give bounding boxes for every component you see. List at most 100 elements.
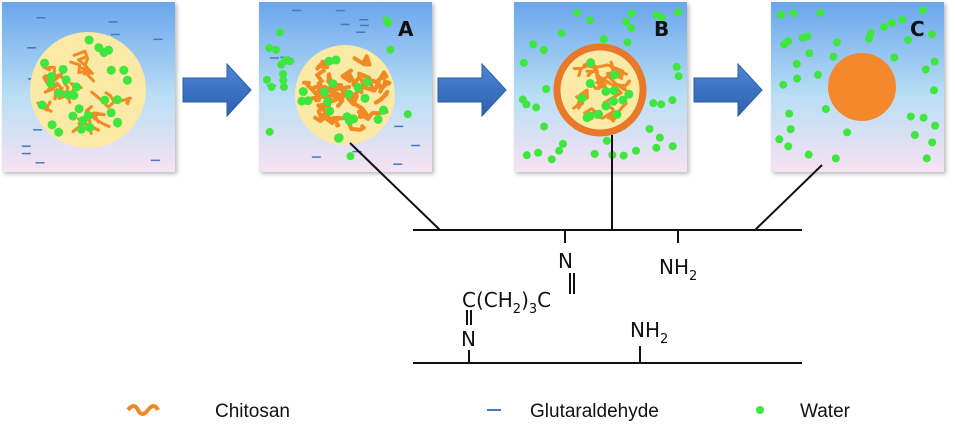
polymer-structure (349, 135, 823, 364)
panel-initial (2, 2, 175, 172)
panel-c: C (771, 2, 944, 172)
water-dot (668, 96, 677, 105)
water-dot (54, 88, 64, 98)
water-dot (555, 146, 564, 155)
water-dot (786, 125, 795, 134)
water-dot (624, 89, 634, 99)
water-dot (557, 29, 566, 38)
water-dot (353, 82, 363, 92)
water-dot (577, 93, 587, 103)
water-dot (542, 85, 551, 94)
water-dot (265, 127, 274, 136)
legend-glutaraldehyde: Glutaraldehyde (530, 401, 659, 422)
panel-b-content (518, 8, 683, 164)
panel-a: A (259, 2, 432, 172)
water-dot (362, 77, 372, 87)
water-dot (325, 106, 335, 116)
chitosan-chain (315, 58, 330, 71)
water-dot (522, 151, 531, 160)
water-dot (99, 48, 109, 58)
legend: Chitosan Glutaraldehyde Water (126, 401, 851, 422)
water-dot (668, 142, 677, 151)
water-dot (792, 59, 801, 68)
water-dot (777, 10, 786, 19)
water-dot (910, 131, 919, 140)
chitosan-chain (340, 68, 356, 84)
amine-top: NH2 (659, 255, 697, 284)
water-dot (323, 97, 333, 107)
chitosan-chain (36, 100, 53, 113)
water-dot (931, 121, 940, 130)
water-dot (383, 18, 392, 27)
water-dot (106, 108, 116, 118)
water-dot (297, 96, 307, 106)
water-dot (623, 38, 632, 47)
water-dot (628, 9, 637, 18)
water-dot (348, 114, 358, 124)
legend-water: Water (800, 401, 851, 422)
arrow-2-icon (437, 62, 507, 118)
water-dot (930, 57, 939, 66)
chitosan-chain (352, 54, 372, 67)
water-dot (831, 154, 840, 163)
chitosan-chain (69, 60, 95, 83)
water-dot (265, 44, 274, 53)
water-dot (784, 142, 793, 151)
water-dot (378, 105, 388, 115)
water-dot (71, 82, 81, 92)
water-dot (929, 86, 938, 95)
water-dot (888, 18, 897, 27)
pointer-line-c (754, 164, 823, 231)
water-dot (821, 104, 830, 113)
water-dot (921, 65, 930, 74)
water-dot (540, 122, 549, 131)
water-dot (403, 110, 412, 119)
water-icon (756, 406, 764, 414)
water-dot (674, 8, 683, 17)
water-dot (324, 56, 334, 66)
dried-bead (828, 53, 896, 121)
water-dot (793, 74, 802, 83)
chitosan-chain (607, 74, 627, 92)
water-dot (373, 114, 383, 124)
water-dot (619, 151, 628, 160)
chitosan-chain (340, 89, 358, 105)
imine-n-top: N (558, 249, 573, 273)
chitosan-chain (76, 56, 93, 76)
water-dot (74, 104, 84, 114)
water-dot (601, 86, 611, 96)
water-dot (649, 99, 658, 108)
water-dot (631, 146, 640, 155)
amine-bottom: NH2 (630, 318, 668, 347)
water-dot (47, 120, 57, 130)
water-dot (601, 101, 611, 111)
panel-a-label: A (398, 17, 414, 41)
water-dot (275, 28, 284, 37)
water-dot (582, 113, 592, 123)
imine-n-bottom: N (461, 327, 476, 351)
panel-c-content (775, 6, 940, 163)
water-dot (61, 75, 71, 85)
water-dot (279, 82, 288, 91)
water-dot (904, 36, 913, 45)
water-dot (618, 95, 628, 105)
water-dot (586, 58, 596, 68)
water-dot (46, 79, 56, 89)
water-dot (113, 117, 123, 127)
water-dot (518, 95, 527, 104)
water-dot (645, 124, 654, 133)
water-dot (803, 32, 812, 41)
legend-chitosan: Chitosan (215, 401, 290, 422)
water-dot (271, 45, 280, 54)
water-dot (599, 34, 608, 43)
chitosan-chain (331, 115, 342, 128)
chitosan-chain (374, 70, 389, 90)
water-dot (609, 86, 619, 96)
water-dot (54, 127, 64, 137)
water-dot (612, 109, 622, 119)
water-dot (922, 154, 931, 163)
water-dot (279, 76, 288, 85)
water-dot (119, 65, 129, 75)
water-dot (279, 69, 288, 78)
water-dot (280, 56, 289, 65)
